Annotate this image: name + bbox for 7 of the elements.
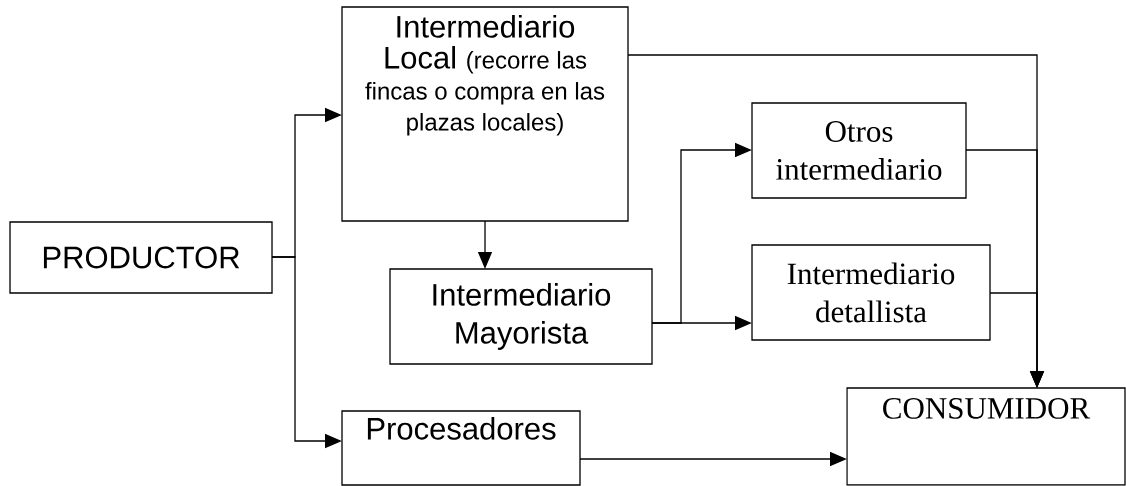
process-box: Procesadores bbox=[341, 410, 581, 486]
producer-box: PRODUCTOR bbox=[9, 221, 273, 294]
process-box: Intermediario Mayorista bbox=[389, 268, 653, 365]
consumer-box: CONSUMIDOR bbox=[846, 387, 1126, 486]
process-box: Otros intermediario bbox=[751, 102, 967, 199]
process-box: Intermediario Local (recorre las fincas o compra en las plazas locales) bbox=[341, 6, 629, 222]
process-box: Intermediario detallista bbox=[751, 244, 991, 341]
